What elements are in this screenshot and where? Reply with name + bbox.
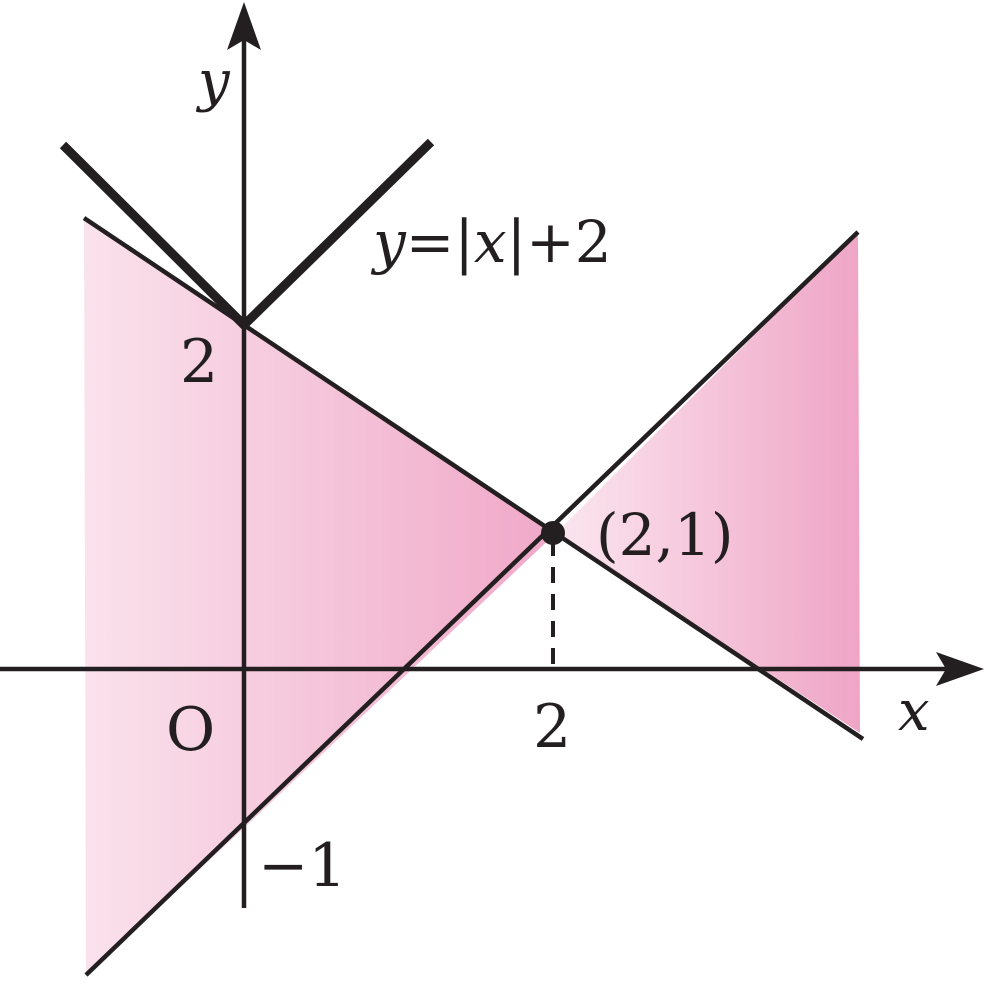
curve-equation-label: y=|x|+2 — [370, 208, 612, 276]
boundary-line-decreasing — [82, 216, 865, 741]
shaded-region-right — [556, 232, 860, 733]
y-tick-label-minus-1: −1 — [258, 831, 346, 901]
x-tick-label-2: 2 — [533, 692, 571, 762]
y-axis-arrow-icon — [227, 2, 261, 50]
y-axis-label: y — [195, 49, 231, 114]
origin-label: O — [166, 695, 215, 765]
shaded-region-left — [84, 218, 556, 975]
y-tick-label-2: 2 — [180, 327, 218, 397]
x-axis-arrow-icon — [936, 652, 984, 686]
boundary-line-increasing — [84, 230, 860, 977]
x-axis-label: x — [898, 679, 930, 744]
intersection-point — [541, 521, 565, 545]
point-label: (2,1) — [596, 501, 734, 569]
